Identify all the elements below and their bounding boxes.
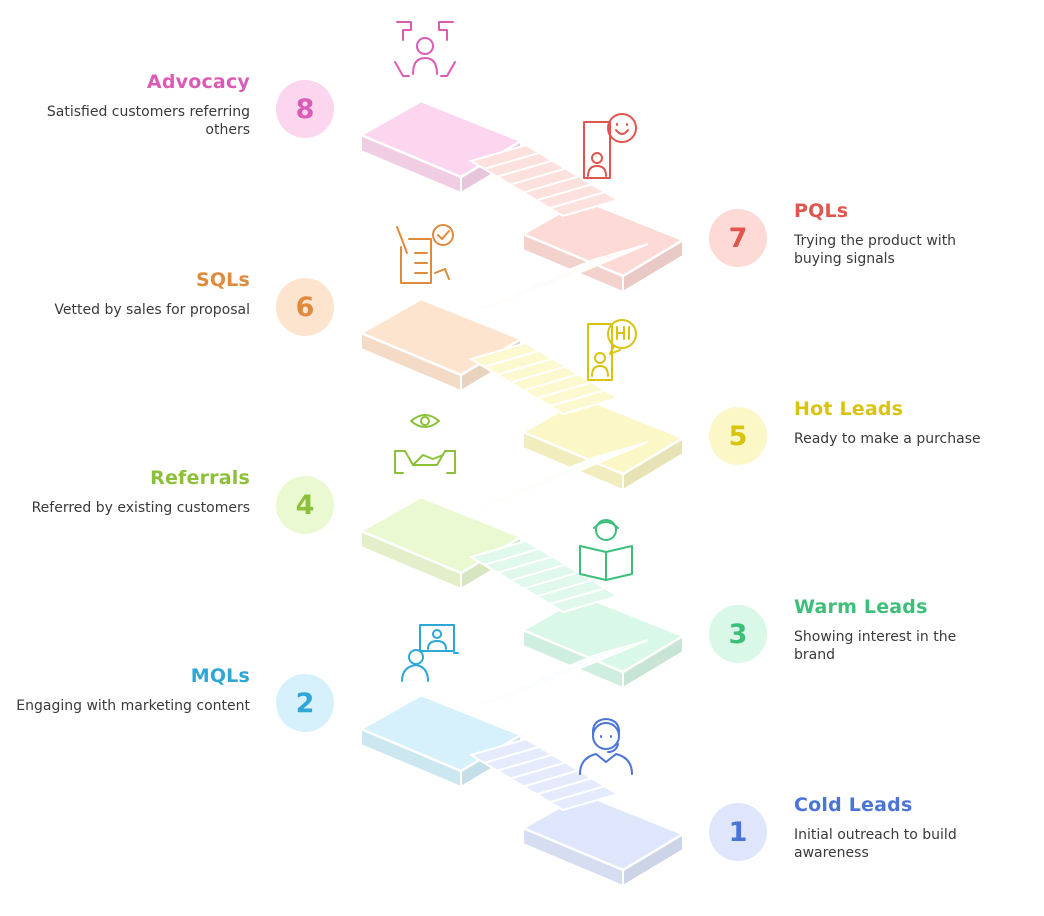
step-2-platform-group (359, 693, 523, 788)
stair-6-step-line (536, 266, 592, 285)
stair-6-step-line (555, 258, 611, 277)
stair-7-step-line (483, 151, 540, 170)
step-description: Ready to make a purchase (794, 431, 981, 447)
stair-4-step-line (517, 472, 573, 491)
stair-6-step-line (498, 282, 554, 301)
step-number-badge: 1 (709, 803, 767, 861)
stair-7-step-line (497, 159, 553, 178)
stair-4-to-3 (468, 539, 621, 614)
community-advocacy-icon (394, 21, 456, 77)
stair-1-step-line (483, 745, 540, 764)
stair-2-step-line (573, 646, 630, 665)
video-presentation-icon (401, 624, 459, 682)
stair-3-to-2 (460, 639, 649, 712)
step-number-badge: 3 (709, 605, 767, 663)
step-description: Satisfied customers referring others (46, 104, 250, 138)
stair-5-step-line (510, 365, 566, 384)
stair-2-step-line (479, 686, 536, 705)
step-title: Warm Leads (794, 596, 928, 618)
stair-3-step-line (536, 579, 592, 598)
step-number-badge: 4 (276, 476, 334, 534)
stair-7-step-line (510, 167, 566, 186)
stair-1-step-line (536, 777, 592, 796)
stair-3-step-line (549, 587, 606, 606)
stair-3-flight (468, 539, 621, 614)
stair-1-flight (468, 737, 621, 812)
handshake-eye-icon (394, 414, 456, 474)
stair-3-step-line (497, 555, 553, 574)
stair-5-step-line (497, 357, 553, 376)
stair-5-step-line (536, 381, 592, 400)
stair-7-step-line (549, 191, 606, 210)
step-title: Cold Leads (794, 794, 913, 816)
stair-3-step-line (523, 571, 579, 590)
step-number-badge: 5 (709, 407, 767, 465)
stair-2-to-1 (468, 737, 621, 812)
stair-1-step-line (549, 785, 606, 804)
stair-5-to-4 (460, 441, 649, 514)
phone-smile-icon (583, 113, 637, 179)
stair-4-step-line (555, 456, 611, 475)
stair-5-step-line (483, 349, 540, 368)
document-checkmark-icon (396, 224, 454, 284)
stair-4-step-line (479, 488, 536, 507)
step-description: Engaging with marketing content (16, 698, 250, 714)
step-description: Initial outreach to build awareness (794, 827, 957, 861)
step-4-platform-group (359, 495, 523, 590)
stair-1-step-line (510, 761, 566, 780)
stair-6-step-line (479, 290, 536, 309)
stair-7-flight (468, 143, 621, 218)
stair-2-step-line (555, 654, 611, 673)
stair-3-step-line (510, 563, 566, 582)
stair-2-step-line (536, 662, 592, 681)
person-reading-icon (579, 519, 633, 581)
step-title: Referrals (150, 467, 250, 489)
stair-4-step-line (536, 464, 592, 483)
step-title: Hot Leads (794, 398, 904, 420)
step-6-platform-group (359, 297, 523, 392)
step-8-platform-group (359, 99, 523, 194)
stair-1-step-line (523, 769, 579, 788)
stair-7-to-6 (460, 243, 649, 316)
step-description: Vetted by sales for proposal (54, 302, 250, 318)
step-description: Referred by existing customers (31, 500, 250, 516)
stair-5-step-line (523, 373, 579, 392)
stair-5-step-line (549, 389, 606, 408)
phone-chat-hi-icon (587, 319, 637, 381)
stair-3-step-line (483, 547, 540, 566)
stair-4-step-line (573, 448, 630, 467)
step-1-platform-group (521, 792, 685, 887)
stair-2-step-line (498, 678, 554, 697)
stair-1-step-line (497, 753, 553, 772)
step-title: MQLs (190, 665, 250, 687)
step-number-badge: 6 (276, 278, 334, 336)
stair-7-step-line (523, 175, 579, 194)
stair-6-step-line (573, 250, 630, 269)
step-description: Trying the product with buying signals (794, 233, 957, 267)
stair-6-to-5 (468, 341, 621, 416)
step-number-badge: 2 (276, 674, 334, 732)
stair-7-step-line (536, 183, 592, 202)
customer-support-agent-icon (579, 718, 633, 775)
step-title: PQLs (794, 200, 849, 222)
stair-2-step-line (517, 670, 573, 689)
stair-6-step-line (517, 274, 573, 293)
step-number-badge: 8 (276, 80, 334, 138)
step-title: Advocacy (146, 71, 250, 93)
stair-4-step-line (498, 480, 554, 499)
step-description: Showing interest in the brand (794, 629, 957, 663)
stair-8-to-7 (468, 143, 621, 218)
step-number-badge: 7 (709, 209, 767, 267)
step-title: SQLs (195, 269, 250, 291)
